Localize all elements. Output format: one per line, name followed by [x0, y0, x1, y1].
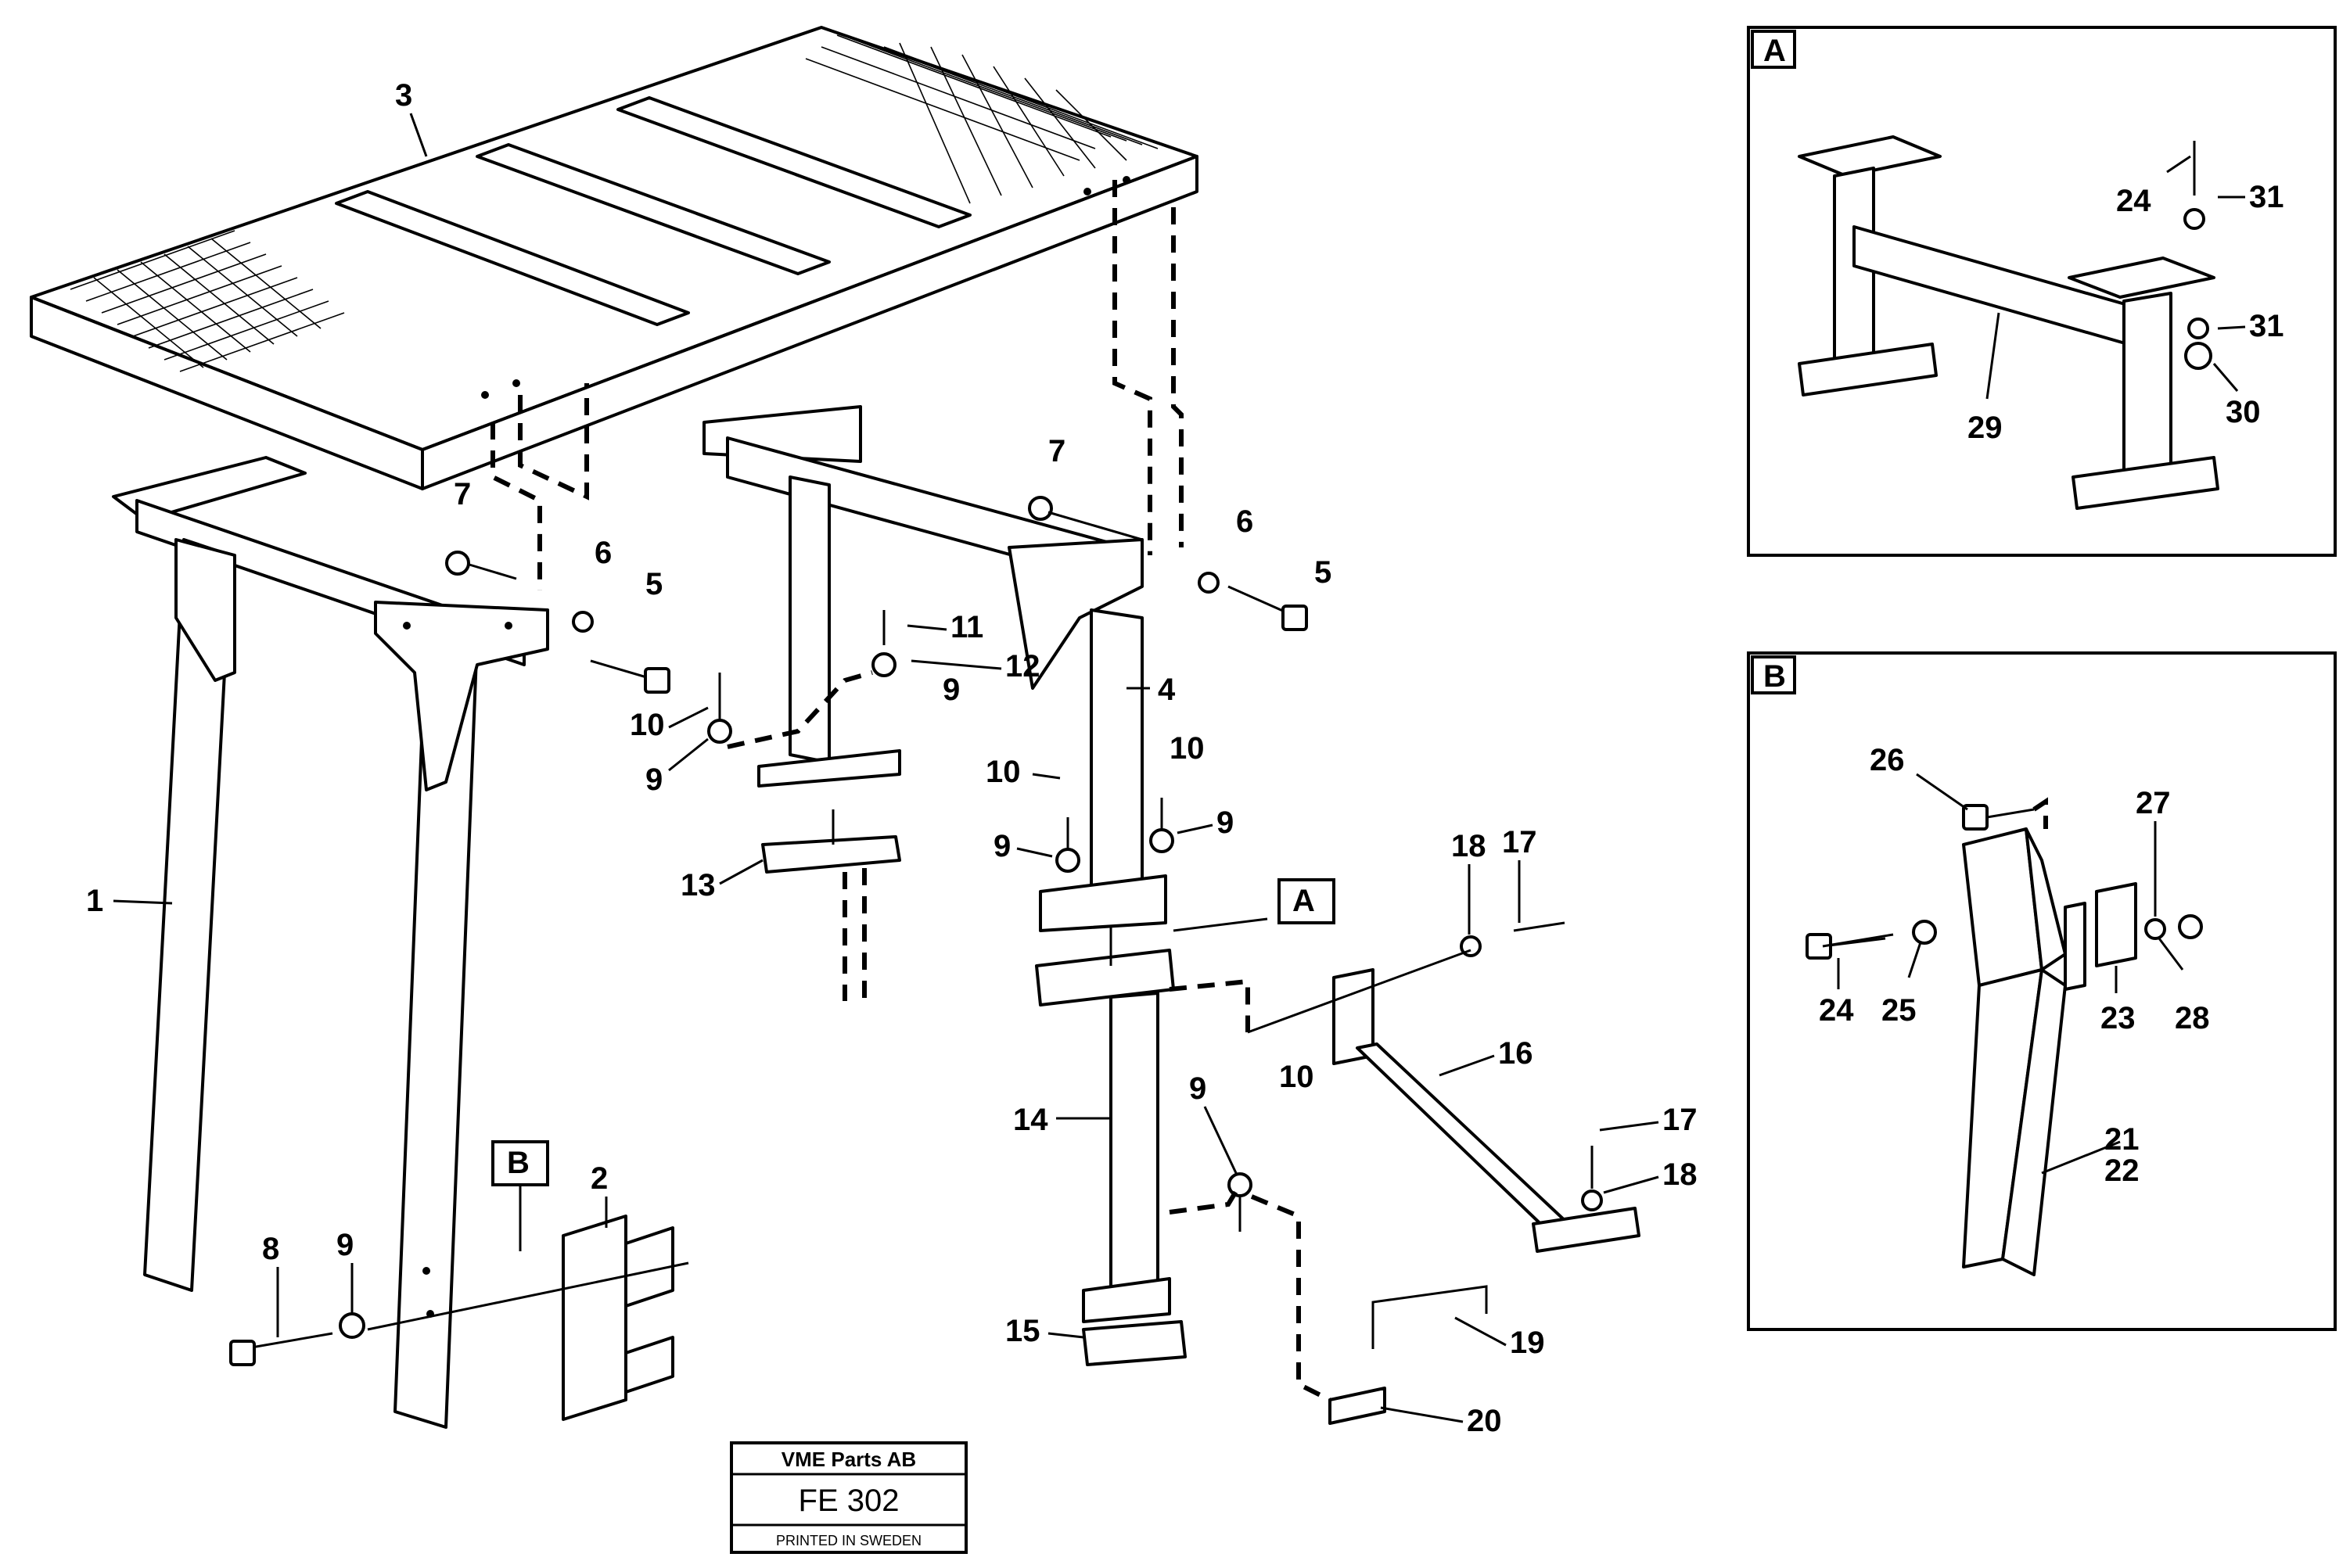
thin-leaders: [367, 511, 1471, 1331]
title-company: VME Parts AB: [782, 1448, 916, 1471]
label-2: 2: [591, 1161, 608, 1196]
marker-b-text: B: [507, 1146, 530, 1180]
label-18a: 18: [1451, 829, 1486, 863]
marker-b: B: [491, 1140, 549, 1251]
label-8: 8: [262, 1232, 279, 1266]
label-5b: 5: [1314, 555, 1331, 590]
label-24b: 24: [1819, 993, 1854, 1028]
platform-grating: [30, 26, 1198, 490]
label-12: 12: [1005, 649, 1040, 684]
label-23: 23: [2100, 1001, 2136, 1035]
detail-b-frame: B: [1747, 651, 2337, 1331]
label-29: 29: [1967, 411, 2003, 445]
marker-a: A: [1277, 878, 1335, 924]
label-27: 27: [2136, 786, 2171, 820]
label-20: 20: [1467, 1404, 1502, 1438]
label-28: 28: [2175, 1001, 2210, 1035]
title-printed: PRINTED IN SWEDEN: [776, 1533, 922, 1548]
label-16: 16: [1498, 1036, 1533, 1071]
label-24a: 24: [2116, 184, 2151, 218]
label-9d: 9: [1216, 806, 1234, 840]
nuts: [339, 496, 1603, 1339]
label-21: 21: [2104, 1122, 2140, 1157]
label-17b: 17: [1662, 1103, 1698, 1137]
detail-b-corner-label: B: [1763, 659, 1786, 694]
label-3: 3: [395, 78, 412, 113]
label-7b: 7: [1048, 434, 1065, 468]
label-9c: 9: [994, 829, 1011, 863]
plate-13: [761, 835, 901, 874]
bolts: [229, 585, 1886, 1366]
label-15: 15: [1005, 1314, 1040, 1348]
detail-a-frame: A: [1747, 26, 2337, 557]
label-31b: 31: [2249, 309, 2284, 343]
bracket-2: [562, 1215, 674, 1421]
handle-19: [1371, 1285, 1488, 1349]
label-31a: 31: [2249, 180, 2284, 214]
label-18b: 18: [1662, 1157, 1698, 1192]
plate-20: [1328, 1387, 1386, 1425]
label-10b: 10: [986, 755, 1021, 789]
title-code: FE 302: [799, 1484, 900, 1518]
label-19: 19: [1510, 1326, 1545, 1360]
label-22: 22: [2104, 1154, 2140, 1188]
marker-a-text: A: [1292, 884, 1315, 918]
label-30: 30: [2226, 395, 2261, 429]
label-4: 4: [1158, 673, 1176, 707]
foot-plate-15: [1082, 1320, 1187, 1366]
column-14: [1082, 992, 1171, 1323]
label-10a: 10: [630, 708, 665, 742]
title-block: VME Parts AB FE 302 PRINTED IN SWEDEN: [730, 1441, 968, 1554]
middle-support-frame: [702, 405, 1167, 932]
label-17a: 17: [1502, 825, 1537, 859]
label-6a: 6: [595, 536, 612, 570]
label-13: 13: [681, 868, 716, 902]
label-5a: 5: [645, 567, 663, 601]
dashed-leaders: [490, 180, 1331, 1402]
label-25: 25: [1881, 993, 1917, 1028]
label-11: 11: [950, 610, 983, 644]
label-26: 26: [1870, 743, 1905, 777]
detail-a-corner-label: A: [1763, 34, 1786, 68]
label-14: 14: [1013, 1103, 1048, 1137]
label-9e: 9: [1189, 1071, 1206, 1106]
part-labels: 3 1 7 6 5 7 6 5 11 12 9 10 9 4 10 10 9 9…: [86, 78, 2284, 1438]
brace-16: [1332, 968, 1640, 1253]
label-10d: 10: [1279, 1060, 1314, 1094]
label-6b: 6: [1236, 504, 1253, 539]
label-9f: 9: [336, 1228, 354, 1262]
label-9b: 9: [645, 762, 663, 797]
label-7a: 7: [454, 477, 471, 511]
label-1: 1: [86, 884, 103, 918]
label-10c: 10: [1170, 731, 1205, 766]
label-9a: 9: [943, 673, 960, 707]
left-support-frame: [112, 456, 549, 1429]
